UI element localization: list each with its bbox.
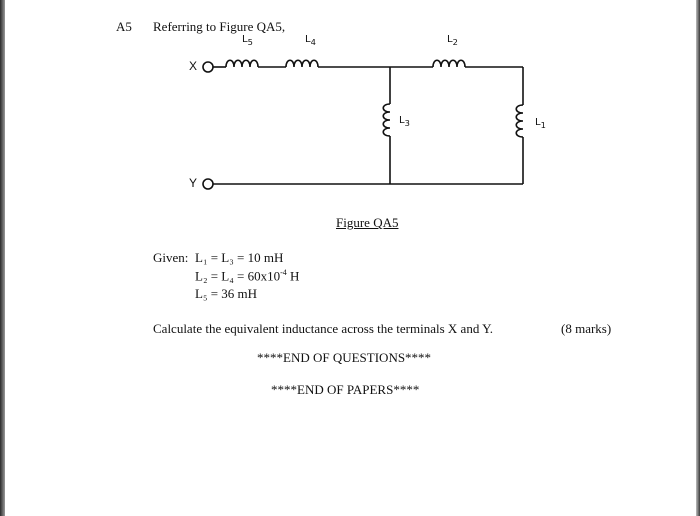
page-edge-right bbox=[696, 0, 700, 516]
inductor-l4-coil bbox=[285, 59, 319, 68]
marks: (8 marks) bbox=[561, 321, 612, 336]
inductor-l5-label: L5 bbox=[242, 34, 253, 47]
inductor-l2-label: L2 bbox=[447, 34, 458, 47]
given-line-2: L₂ = L₄ = 60x10-4 H bbox=[195, 268, 300, 284]
question-intro: Referring to Figure QA5, bbox=[153, 19, 286, 34]
given-line-1: L₁ = L₃ = 10 mH bbox=[195, 250, 284, 265]
inductor-l5-coil bbox=[225, 59, 259, 68]
end-of-questions: ****END OF QUESTIONS**** bbox=[257, 350, 432, 365]
task-text: Calculate the equivalent inductance acro… bbox=[153, 321, 494, 336]
page-edge-left bbox=[0, 0, 5, 516]
inductor-l4-label: L4 bbox=[305, 34, 316, 47]
figure-caption: Figure QA5 bbox=[336, 215, 399, 230]
inductor-l1-label: L1 bbox=[535, 117, 546, 130]
inductor-l3-label: L3 bbox=[399, 115, 410, 128]
inductor-l2-coil bbox=[432, 59, 466, 68]
given-label: Given: bbox=[153, 250, 189, 265]
inductor-l3-coil bbox=[382, 103, 391, 137]
end-of-papers: ****END OF PAPERS**** bbox=[271, 382, 420, 397]
inductor-l1-coil bbox=[515, 104, 524, 138]
terminal-x-node bbox=[202, 61, 214, 73]
terminal-y-label: Y bbox=[189, 176, 198, 190]
given-line-3: L₅ = 36 mH bbox=[195, 286, 258, 301]
terminal-y-node bbox=[202, 178, 214, 190]
question-number: A5 bbox=[116, 19, 132, 34]
terminal-x-label: X bbox=[189, 59, 198, 73]
